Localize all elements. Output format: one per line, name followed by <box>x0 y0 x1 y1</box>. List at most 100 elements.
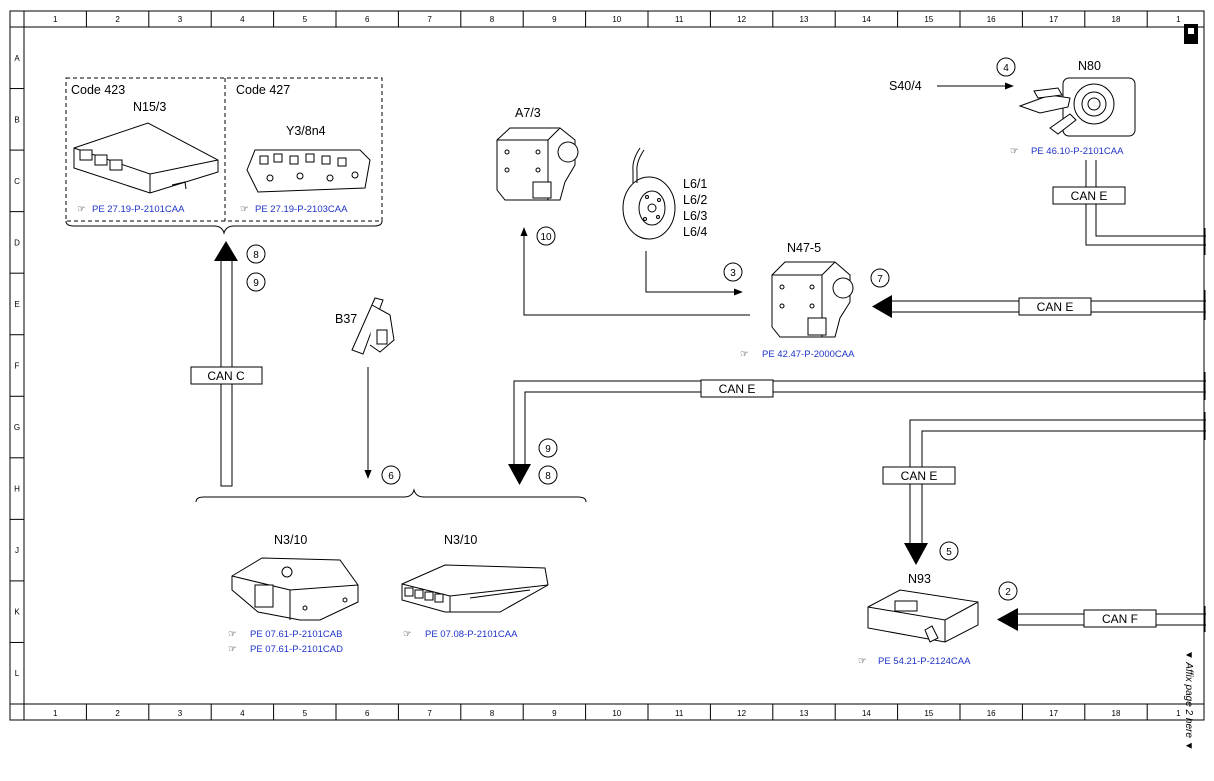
b37-label: B37 <box>335 312 357 326</box>
svg-text:PE 46.10-P-2101CAA: PE 46.10-P-2101CAA <box>1031 146 1124 157</box>
l6-4-label: L6/4 <box>683 225 707 239</box>
grid-column-label: 12 <box>737 709 746 718</box>
wheel-sensor-icon <box>622 147 676 240</box>
svg-text:PE 54.21-P-2124CAA: PE 54.21-P-2124CAA <box>878 656 971 667</box>
signal-3: 3 <box>723 262 743 282</box>
svg-text:9: 9 <box>253 278 259 289</box>
signal-10: 10 <box>536 226 556 246</box>
svg-text:8: 8 <box>545 471 551 482</box>
grid-column-label: 1 <box>1176 709 1181 718</box>
grid-column-label: 15 <box>924 709 933 718</box>
can-e-mid-label: CAN E <box>719 382 756 396</box>
n93-reference[interactable]: ☞ PE 54.21-P-2124CAA <box>858 656 971 667</box>
s40-4-label: S40/4 <box>889 79 922 93</box>
svg-text:8: 8 <box>253 250 259 261</box>
grid-column-label: 13 <box>800 709 809 718</box>
svg-text:4: 4 <box>1003 63 1009 74</box>
svg-text:☞: ☞ <box>240 204 249 215</box>
grid-column-label: 16 <box>987 709 996 718</box>
svg-text:7: 7 <box>877 274 883 285</box>
n15-3-label: N15/3 <box>133 100 166 114</box>
grid-column-label: 10 <box>612 709 621 718</box>
svg-text:10: 10 <box>540 232 552 243</box>
grid-column-label: 17 <box>1049 15 1058 24</box>
grid-column-label: 1 <box>53 15 58 24</box>
n3-10-b-reference[interactable]: ☞ PE 07.08-P-2101CAA <box>403 629 518 640</box>
signal-3-line <box>645 251 743 296</box>
grid-column-label: 13 <box>800 15 809 24</box>
can-f-label: CAN F <box>1102 612 1138 626</box>
b37-pedal-icon <box>351 297 395 355</box>
svg-text:PE 42.47-P-2000CAA: PE 42.47-P-2000CAA <box>762 349 855 360</box>
grid-column-label: 4 <box>240 709 245 718</box>
n15-3-module-icon <box>73 122 219 194</box>
svg-text:☞: ☞ <box>740 349 749 360</box>
grid-column-label: 6 <box>365 15 370 24</box>
n80-module-icon <box>1018 77 1136 137</box>
n80-label: N80 <box>1078 59 1101 73</box>
grid-column-label: 1 <box>53 709 58 718</box>
n3-10-a-reference-1[interactable]: ☞ PE 07.61-P-2101CAB <box>228 629 342 640</box>
grid-column-label: 4 <box>240 15 245 24</box>
n80-reference[interactable]: ☞ PE 46.10-P-2101CAA <box>1010 146 1124 157</box>
n3-10-a-label: N3/10 <box>274 533 307 547</box>
grid-column-label: 3 <box>178 709 183 718</box>
svg-text:☞: ☞ <box>228 644 237 655</box>
svg-text:☞: ☞ <box>1010 146 1019 157</box>
n93-module-icon <box>867 589 979 643</box>
grid-column-label: 5 <box>303 15 308 24</box>
grid-row-label: A <box>14 54 20 63</box>
grid-column-label: 6 <box>365 709 370 718</box>
n47-5-unit-icon <box>771 261 854 338</box>
a7-3-label: A7/3 <box>515 106 541 120</box>
n15-3-reference[interactable]: ☞ PE 27.19-P-2101CAA <box>77 204 185 215</box>
svg-text:☞: ☞ <box>858 656 867 667</box>
signal-8-mid: 8 <box>538 465 558 485</box>
grid-row-label: E <box>14 300 19 309</box>
signal-10-line <box>520 227 750 316</box>
grid-column-label: 15 <box>924 15 933 24</box>
grid-row-label: F <box>15 362 20 371</box>
svg-text:5: 5 <box>946 547 952 558</box>
grid-row-label: C <box>14 177 20 186</box>
code-427-label: Code 427 <box>236 83 290 97</box>
l6-2-label: L6/2 <box>683 193 707 207</box>
svg-text:☞: ☞ <box>228 629 237 640</box>
grid-column-label: 11 <box>675 709 684 718</box>
code-423-label: Code 423 <box>71 83 125 97</box>
can-e-n80-bus: CAN E <box>1052 160 1206 246</box>
grid-column-label: 11 <box>675 15 684 24</box>
grid-column-label: 7 <box>427 15 432 24</box>
svg-text:☞: ☞ <box>77 204 86 215</box>
svg-text:☞: ☞ <box>403 629 412 640</box>
grid-column-label: 9 <box>552 15 557 24</box>
can-e-n93-label: CAN E <box>901 469 938 483</box>
svg-text:PE 07.61-P-2101CAB: PE 07.61-P-2101CAB <box>250 629 342 640</box>
can-e-n47-bus: CAN E <box>872 295 1206 318</box>
n3-10-b-ecu-icon <box>401 564 549 613</box>
grid-column-label: 9 <box>552 709 557 718</box>
n3-10-a-reference-2[interactable]: ☞ PE 07.61-P-2101CAD <box>228 644 343 655</box>
signal-8-top: 8 <box>246 244 266 264</box>
grid-column-label: 1 <box>1176 15 1181 24</box>
l6-1-label: L6/1 <box>683 177 707 191</box>
grid-column-label: 14 <box>862 15 871 24</box>
svg-text:2: 2 <box>1005 587 1011 598</box>
n93-label: N93 <box>908 572 931 586</box>
n47-5-label: N47-5 <box>787 241 821 255</box>
y3-8n4-valve-icon <box>246 149 371 193</box>
grid-column-label: 10 <box>612 15 621 24</box>
n47-5-reference[interactable]: ☞ PE 42.47-P-2000CAA <box>740 349 855 360</box>
grid-row-label: L <box>15 669 20 678</box>
svg-text:3: 3 <box>730 268 736 279</box>
svg-text:6: 6 <box>388 471 394 482</box>
signal-4: 4 <box>996 57 1016 77</box>
can-f-bus: CAN F <box>997 608 1206 631</box>
n3-10-a-ecu-icon <box>231 557 359 621</box>
signal-9-mid: 9 <box>538 438 558 458</box>
grid-column-label: 3 <box>178 15 183 24</box>
y3-8n4-reference[interactable]: ☞ PE 27.19-P-2103CAA <box>240 204 348 215</box>
affix-page-note: ▼ Affix page 2 here ▼ <box>1183 650 1194 751</box>
